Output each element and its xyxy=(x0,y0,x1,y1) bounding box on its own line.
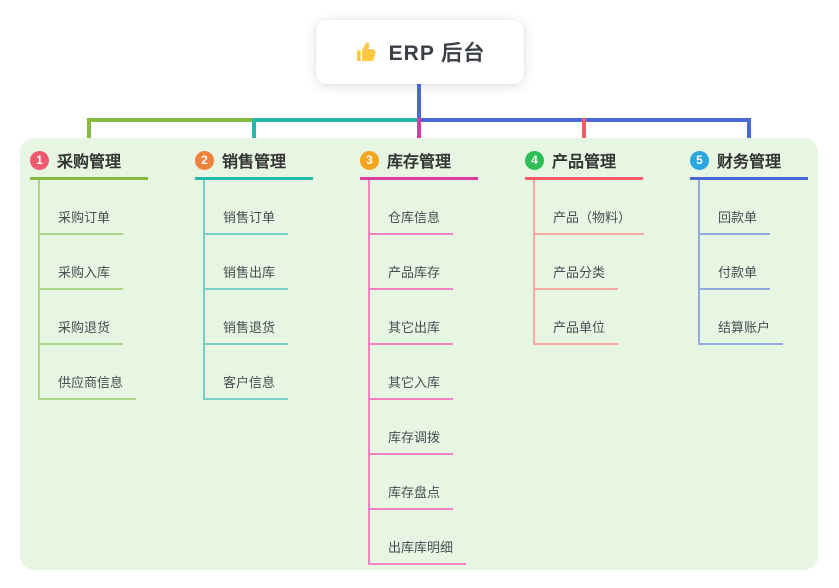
connector-drop-product xyxy=(582,118,586,152)
root-node-label: ERP 后台 xyxy=(388,42,486,65)
branch-purchase-title-node[interactable]: 1 采购管理 xyxy=(30,148,148,180)
branch-title: 财务管理 xyxy=(717,154,782,171)
child-node[interactable]: 结算账户 xyxy=(700,290,784,345)
connector-drop-purchase xyxy=(87,118,91,152)
child-node[interactable]: 回款单 xyxy=(700,180,771,235)
mindmap-panel xyxy=(20,138,818,570)
child-node[interactable]: 库存盘点 xyxy=(370,455,454,510)
child-node[interactable]: 付款单 xyxy=(700,235,771,290)
branch-sales: 2 销售管理 销售订单 销售出库 销售退货 客户信息 xyxy=(195,148,313,400)
child-node-label: 付款单 xyxy=(718,265,758,280)
child-node-label: 销售出库 xyxy=(223,265,276,280)
branch-number-badge: 4 xyxy=(525,150,544,170)
child-node-label: 采购退货 xyxy=(58,320,111,335)
branch-inventory-title-node[interactable]: 3 库存管理 xyxy=(360,148,478,180)
child-node-label: 客户信息 xyxy=(223,375,276,390)
child-node[interactable]: 客户信息 xyxy=(205,345,289,400)
connector-drop-sales xyxy=(252,118,256,152)
child-node-label: 销售订单 xyxy=(223,210,276,225)
branch-purchase-children: 采购订单 采购入库 采购退货 供应商信息 xyxy=(38,180,148,400)
branch-inventory-children: 仓库信息 产品库存 其它出库 其它入库 库存调拨 库存盘点 出库库明细 xyxy=(368,180,478,565)
branch-purchase: 1 采购管理 采购订单 采购入库 采购退货 供应商信息 xyxy=(30,148,148,400)
branch-product-children: 产品（物料） 产品分类 产品单位 xyxy=(533,180,645,345)
root-node[interactable]: ERP 后台 xyxy=(316,20,524,84)
child-node[interactable]: 产品库存 xyxy=(370,235,454,290)
branch-title: 库存管理 xyxy=(387,154,452,171)
child-node-label: 结算账户 xyxy=(718,320,771,335)
child-node-label: 销售退货 xyxy=(223,320,276,335)
branch-sales-children: 销售订单 销售出库 销售退货 客户信息 xyxy=(203,180,313,400)
child-node-label: 产品库存 xyxy=(388,265,441,280)
child-node[interactable]: 销售订单 xyxy=(205,180,289,235)
child-node[interactable]: 其它出库 xyxy=(370,290,454,345)
branch-product: 4 产品管理 产品（物料） 产品分类 产品单位 xyxy=(525,148,645,345)
connector-drop-inventory xyxy=(417,118,421,152)
branch-product-title-node[interactable]: 4 产品管理 xyxy=(525,148,643,180)
branch-title: 销售管理 xyxy=(222,154,287,171)
child-node[interactable]: 其它入库 xyxy=(370,345,454,400)
branch-finance: 5 财务管理 回款单 付款单 结算账户 xyxy=(690,148,808,345)
child-node[interactable]: 仓库信息 xyxy=(370,180,454,235)
branch-number-badge: 3 xyxy=(360,150,379,170)
child-node-label: 仓库信息 xyxy=(388,210,441,225)
child-node[interactable]: 产品（物料） xyxy=(535,180,645,235)
thumbs-up-icon xyxy=(356,42,376,61)
branch-inventory: 3 库存管理 仓库信息 产品库存 其它出库 其它入库 库存调拨 库存盘点 出库库… xyxy=(360,148,478,565)
branch-finance-children: 回款单 付款单 结算账户 xyxy=(698,180,808,345)
child-node-label: 其它入库 xyxy=(388,375,441,390)
child-node-label: 供应商信息 xyxy=(58,375,124,390)
branch-title: 产品管理 xyxy=(552,154,617,171)
connector-bus-green xyxy=(87,118,254,122)
branch-finance-title-node[interactable]: 5 财务管理 xyxy=(690,148,808,180)
child-node[interactable]: 出库库明细 xyxy=(370,510,467,565)
branch-number-badge: 2 xyxy=(195,150,214,170)
connector-root-drop xyxy=(417,84,421,120)
child-node-label: 库存调拨 xyxy=(388,430,441,445)
connector-drop-finance xyxy=(747,118,751,152)
branch-sales-title-node[interactable]: 2 销售管理 xyxy=(195,148,313,180)
child-node[interactable]: 库存调拨 xyxy=(370,400,454,455)
child-node[interactable]: 采购订单 xyxy=(40,180,124,235)
child-node-label: 库存盘点 xyxy=(388,485,441,500)
branch-number-badge: 5 xyxy=(690,150,709,170)
child-node-label: 产品（物料） xyxy=(553,210,632,225)
branch-number-badge: 1 xyxy=(30,150,49,170)
child-node[interactable]: 销售退货 xyxy=(205,290,289,345)
child-node-label: 其它出库 xyxy=(388,320,441,335)
child-node[interactable]: 采购退货 xyxy=(40,290,124,345)
child-node-label: 采购入库 xyxy=(58,265,111,280)
child-node-label: 回款单 xyxy=(718,210,758,225)
child-node[interactable]: 产品单位 xyxy=(535,290,619,345)
child-node-label: 采购订单 xyxy=(58,210,111,225)
child-node-label: 出库库明细 xyxy=(388,540,454,555)
child-node[interactable]: 产品分类 xyxy=(535,235,619,290)
child-node-label: 产品单位 xyxy=(553,320,606,335)
child-node-label: 产品分类 xyxy=(553,265,606,280)
connector-bus-teal xyxy=(254,118,419,122)
child-node[interactable]: 供应商信息 xyxy=(40,345,137,400)
child-node[interactable]: 销售出库 xyxy=(205,235,289,290)
child-node[interactable]: 采购入库 xyxy=(40,235,124,290)
branch-title: 采购管理 xyxy=(57,154,122,171)
